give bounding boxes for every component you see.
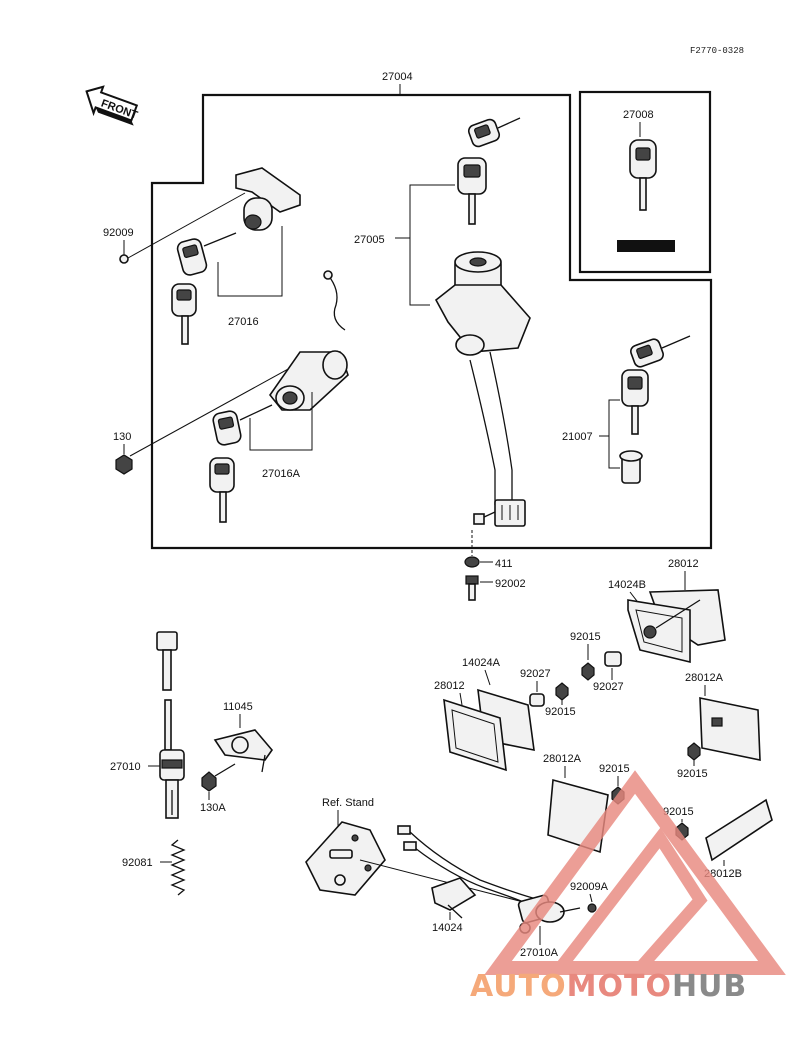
key-pair-21007 (621, 335, 691, 435)
label-27005: 27005 (354, 234, 385, 246)
bolt-92002 (465, 575, 479, 601)
nut-92015-a (581, 662, 595, 681)
reflector-28012A-right (699, 697, 761, 761)
label-92027-a: 92027 (593, 681, 624, 693)
bracket-11045 (213, 729, 274, 773)
label-27016: 27016 (228, 316, 259, 328)
stand-bracket (305, 821, 386, 896)
label-14024B: 14024B (608, 579, 646, 591)
label-92015-c: 92015 (677, 768, 708, 780)
reflector-28012B (705, 798, 773, 862)
reflector-28012-left (443, 698, 507, 772)
label-14024A: 14024A (462, 657, 501, 669)
label-11045: 11045 (223, 701, 253, 713)
nut-92015-c (687, 742, 701, 761)
screw-92009A (587, 903, 597, 913)
screw-92009 (119, 254, 129, 264)
key-pair-27016A (209, 404, 273, 523)
watermark-part-3: HUB (672, 969, 747, 1004)
spring-92081 (170, 839, 186, 896)
label-92027-b: 92027 (520, 668, 551, 680)
bracket-14024 (431, 877, 477, 919)
label-411: 411 (495, 558, 513, 570)
label-92015-b: 92015 (545, 706, 576, 718)
label-92081: 92081 (122, 857, 153, 869)
switch-plunger-27010 (156, 631, 185, 819)
redacted-bar (617, 240, 675, 252)
ignition-switch-27005 (434, 251, 531, 527)
label-92009A: 92009A (570, 881, 609, 893)
nut-92015-b (555, 682, 569, 701)
label-21007: 21007 (562, 431, 593, 443)
key-pair-27005 (457, 117, 521, 225)
label-28012A-mid: 28012A (543, 753, 582, 765)
label-28012A-right: 28012A (685, 672, 724, 684)
label-92015-e: 92015 (663, 806, 694, 818)
label-130A: 130A (200, 802, 226, 814)
label-ref-stand: Ref. Stand (322, 797, 374, 809)
label-28012-top: 28012 (668, 558, 699, 570)
lock-cylinder-27016A (269, 270, 349, 411)
spacer-92027-b (529, 693, 545, 707)
nut-130 (115, 454, 133, 475)
front-arrow-icon: FRONT (85, 85, 139, 126)
label-92009: 92009 (103, 227, 134, 239)
label-92002: 92002 (495, 578, 526, 590)
bolt-130A (201, 763, 236, 792)
label-27004: 27004 (382, 71, 413, 83)
lock-insert-21007 (619, 450, 643, 484)
key-blank-frame (578, 90, 712, 274)
washer-411 (464, 556, 480, 568)
watermark-part-1: AUTO (470, 969, 567, 1004)
lock-bracket-27016 (235, 167, 301, 231)
bracket-14024B (627, 599, 701, 664)
kit-outline-frame (150, 93, 713, 550)
label-27010: 27010 (110, 761, 141, 773)
label-130: 130 (113, 431, 131, 443)
label-92015-a: 92015 (570, 631, 601, 643)
spacer-92027-a (604, 651, 622, 667)
label-27008: 27008 (623, 109, 654, 121)
key-pair-27016 (171, 232, 237, 345)
label-27016A: 27016A (262, 468, 301, 480)
label-14024: 14024 (432, 922, 463, 934)
drawing-code: F2770-0328 (690, 46, 744, 56)
watermark-part-2: MOTO (567, 969, 672, 1004)
key-blank-27008 (629, 139, 657, 211)
watermark-logo-icon (484, 770, 786, 975)
label-92015-d: 92015 (599, 763, 630, 775)
label-27010A: 27010A (520, 947, 559, 959)
watermark-text: AUTOMOTOHUB (470, 969, 747, 1004)
label-28012-left: 28012 (434, 680, 465, 692)
